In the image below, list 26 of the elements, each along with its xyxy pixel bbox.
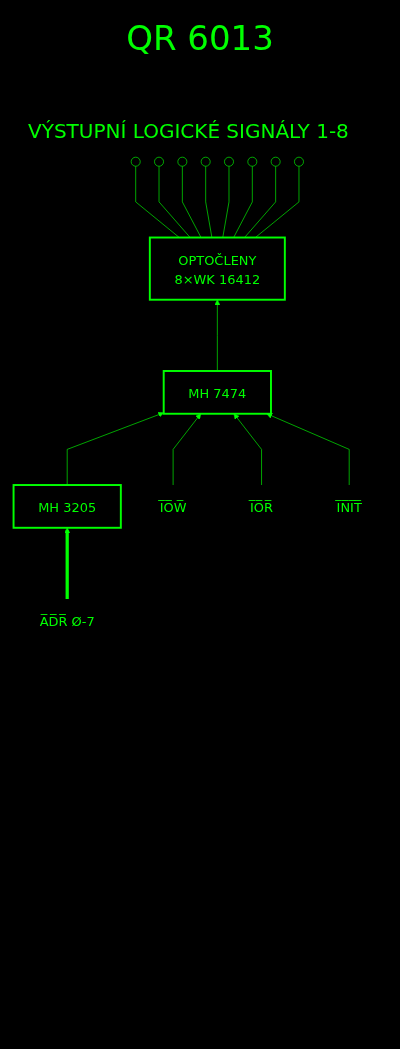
connector [135, 165, 180, 238]
node-box: MH 3205 [12, 484, 122, 529]
connector [244, 165, 276, 238]
node-text: I̅N̅I̅T̅ [336, 499, 362, 516]
node-box: MH 7474 [162, 370, 272, 415]
node-circle [177, 156, 188, 167]
node-text: I̅O̅R̅ [250, 499, 274, 516]
connector [233, 165, 253, 238]
node-circle [154, 156, 164, 167]
connector [158, 165, 191, 238]
node-circle [130, 156, 141, 167]
node-circle [200, 156, 211, 167]
node-circle [224, 156, 234, 167]
note-text: VÝSTUPNÍ LOGICKÉ SIGNÁLY 1-8 [28, 118, 349, 144]
node-circle [270, 156, 281, 167]
node-box: OPTOČLENY 8×WK 16412 [148, 236, 286, 301]
connector [182, 165, 202, 238]
node-text: A̅D̅R̅ Ø-7 [39, 613, 95, 630]
diagram-title: QR 6013 [126, 18, 274, 58]
arrow [64, 527, 71, 600]
connector [222, 165, 230, 238]
node-text: I̅O̅W̅ [159, 499, 187, 516]
node-circle [247, 156, 258, 167]
connector [255, 165, 300, 238]
connector [205, 165, 213, 238]
node-circle [294, 156, 304, 167]
